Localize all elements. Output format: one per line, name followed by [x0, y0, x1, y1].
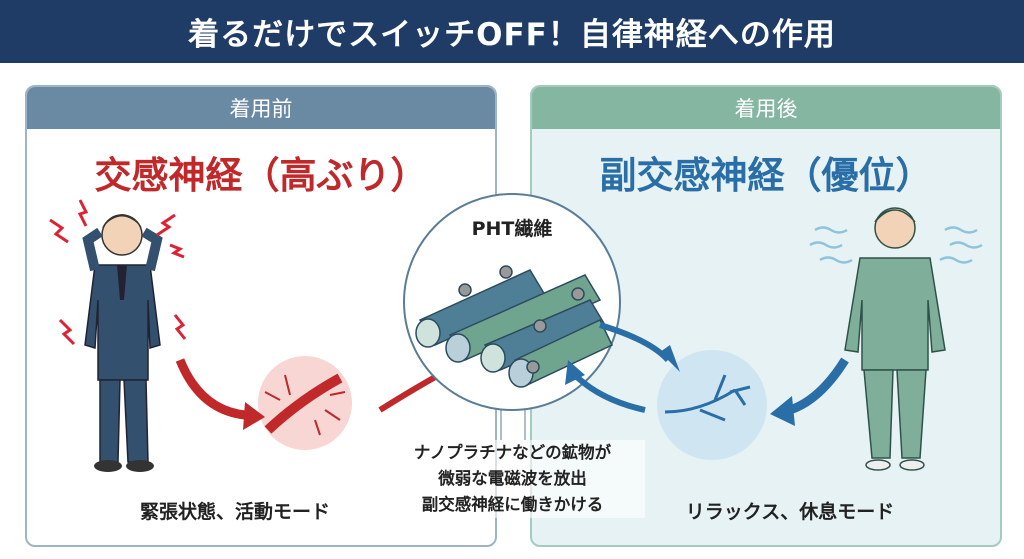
sympathetic-heading: 交感神経（高ぶり）: [94, 154, 428, 197]
blue-arrow-icon: [788, 357, 849, 415]
relaxed-nerve-icon: [657, 350, 767, 460]
fiber-bundle-icon: [415, 265, 614, 388]
before-header: 着用前: [27, 87, 495, 129]
caption-line: 副交感神経に働きかける: [421, 495, 604, 514]
tense-nerve-icon: [258, 356, 352, 450]
caption-line: ナノプラチナなどの鉱物が: [413, 443, 612, 462]
before-caption: 緊張状態、活動モード: [139, 501, 330, 523]
mechanism-caption: ナノプラチナなどの鉱物が 微弱な電磁波を放出 副交感神経に働きかける: [380, 440, 645, 518]
red-arrow-icon: [175, 358, 246, 420]
calm-waves-icon: [809, 226, 983, 264]
caption-line: 微弱な電磁波を放出: [438, 469, 587, 488]
stress-lines-icon: [49, 199, 187, 346]
after-header: 着用後: [532, 87, 1000, 129]
blue-arrow-icon: [599, 322, 671, 363]
page-title: 着るだけでスイッチOFF！自律神経への作用: [0, 0, 1024, 63]
stressed-man-icon: [82, 214, 163, 472]
blue-arrow-icon: [572, 372, 646, 413]
pht-fiber-label: PHT繊維: [471, 218, 553, 240]
parasympathetic-heading: 副交感神経（優位）: [599, 154, 933, 197]
relaxed-man-icon: [844, 207, 946, 471]
after-caption: リラックス、休息モード: [685, 501, 895, 523]
